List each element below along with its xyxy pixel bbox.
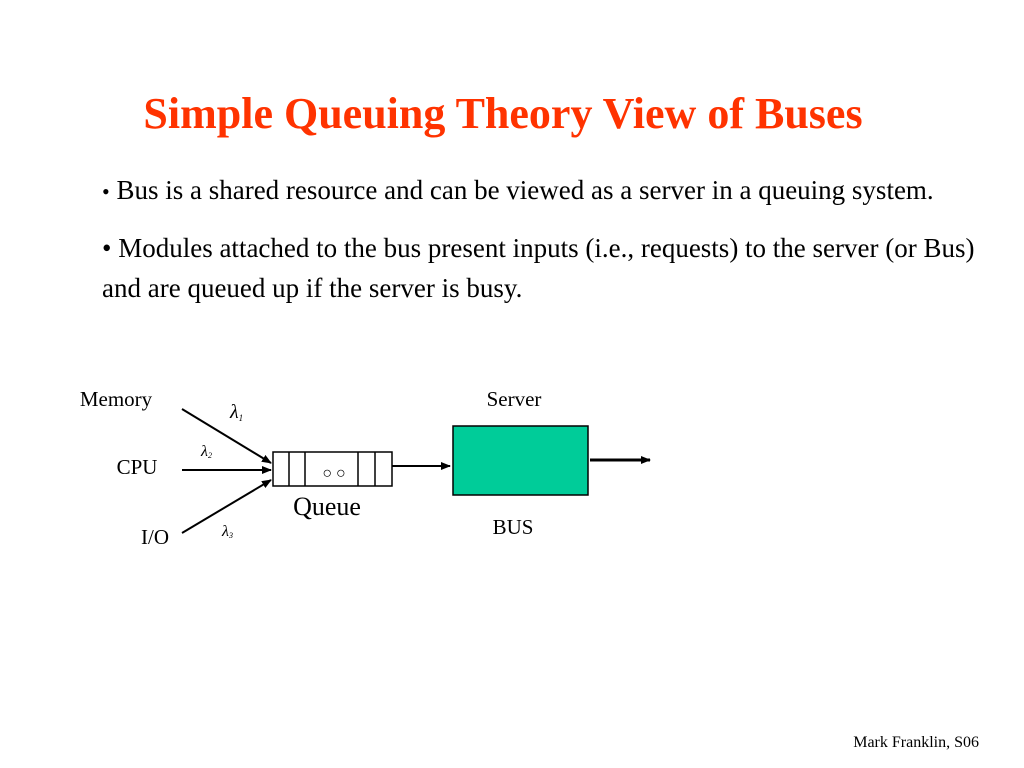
lambda-subscript: 2 xyxy=(208,451,212,460)
bullet-marker: • xyxy=(102,233,112,263)
source-label-io: I/O xyxy=(141,525,169,549)
lambda-subscript: 1 xyxy=(239,413,244,423)
arrival-rate-3: λ3 xyxy=(221,523,233,540)
queue-dots: ○ ○ xyxy=(322,465,345,482)
source-label-cpu: CPU xyxy=(117,455,158,479)
server-label: Server xyxy=(487,387,542,411)
bullet-list: • Bus is a shared resource and can be vi… xyxy=(102,170,982,324)
bullet-item-2: • Modules attached to the bus present in… xyxy=(102,228,982,308)
source-label-memory: Memory xyxy=(80,387,153,411)
bullet-text: Modules attached to the bus present inpu… xyxy=(102,233,975,303)
bullet-item-1: • Bus is a shared resource and can be vi… xyxy=(102,170,982,212)
memory-input-arrow xyxy=(181,408,272,464)
arrival-rate-1: λ1 xyxy=(229,401,243,423)
server-box xyxy=(452,425,589,496)
bus-label: BUS xyxy=(493,515,534,539)
slide-title: Simple Queuing Theory View of Buses xyxy=(143,89,863,138)
io-input-arrow xyxy=(181,479,272,534)
slide-footer: Mark Franklin, S06 xyxy=(853,734,979,751)
queue-label: Queue xyxy=(293,492,361,521)
lambda-symbol: λ xyxy=(200,443,208,460)
bullet-marker: • xyxy=(102,179,110,204)
arrival-rate-2: λ2 xyxy=(200,443,212,460)
bullet-text: Bus is a shared resource and can be view… xyxy=(116,175,934,205)
queue-diagram: Memory CPU I/O λ1 λ2 λ3 ○ ○ Queue Ser xyxy=(0,370,700,575)
lambda-symbol: λ xyxy=(221,523,229,540)
queue-box xyxy=(272,451,393,487)
lambda-symbol: λ xyxy=(229,401,239,423)
lambda-subscript: 3 xyxy=(228,531,233,540)
queue-diagram-svg: Memory CPU I/O λ1 λ2 λ3 ○ ○ Queue Ser xyxy=(80,387,651,549)
